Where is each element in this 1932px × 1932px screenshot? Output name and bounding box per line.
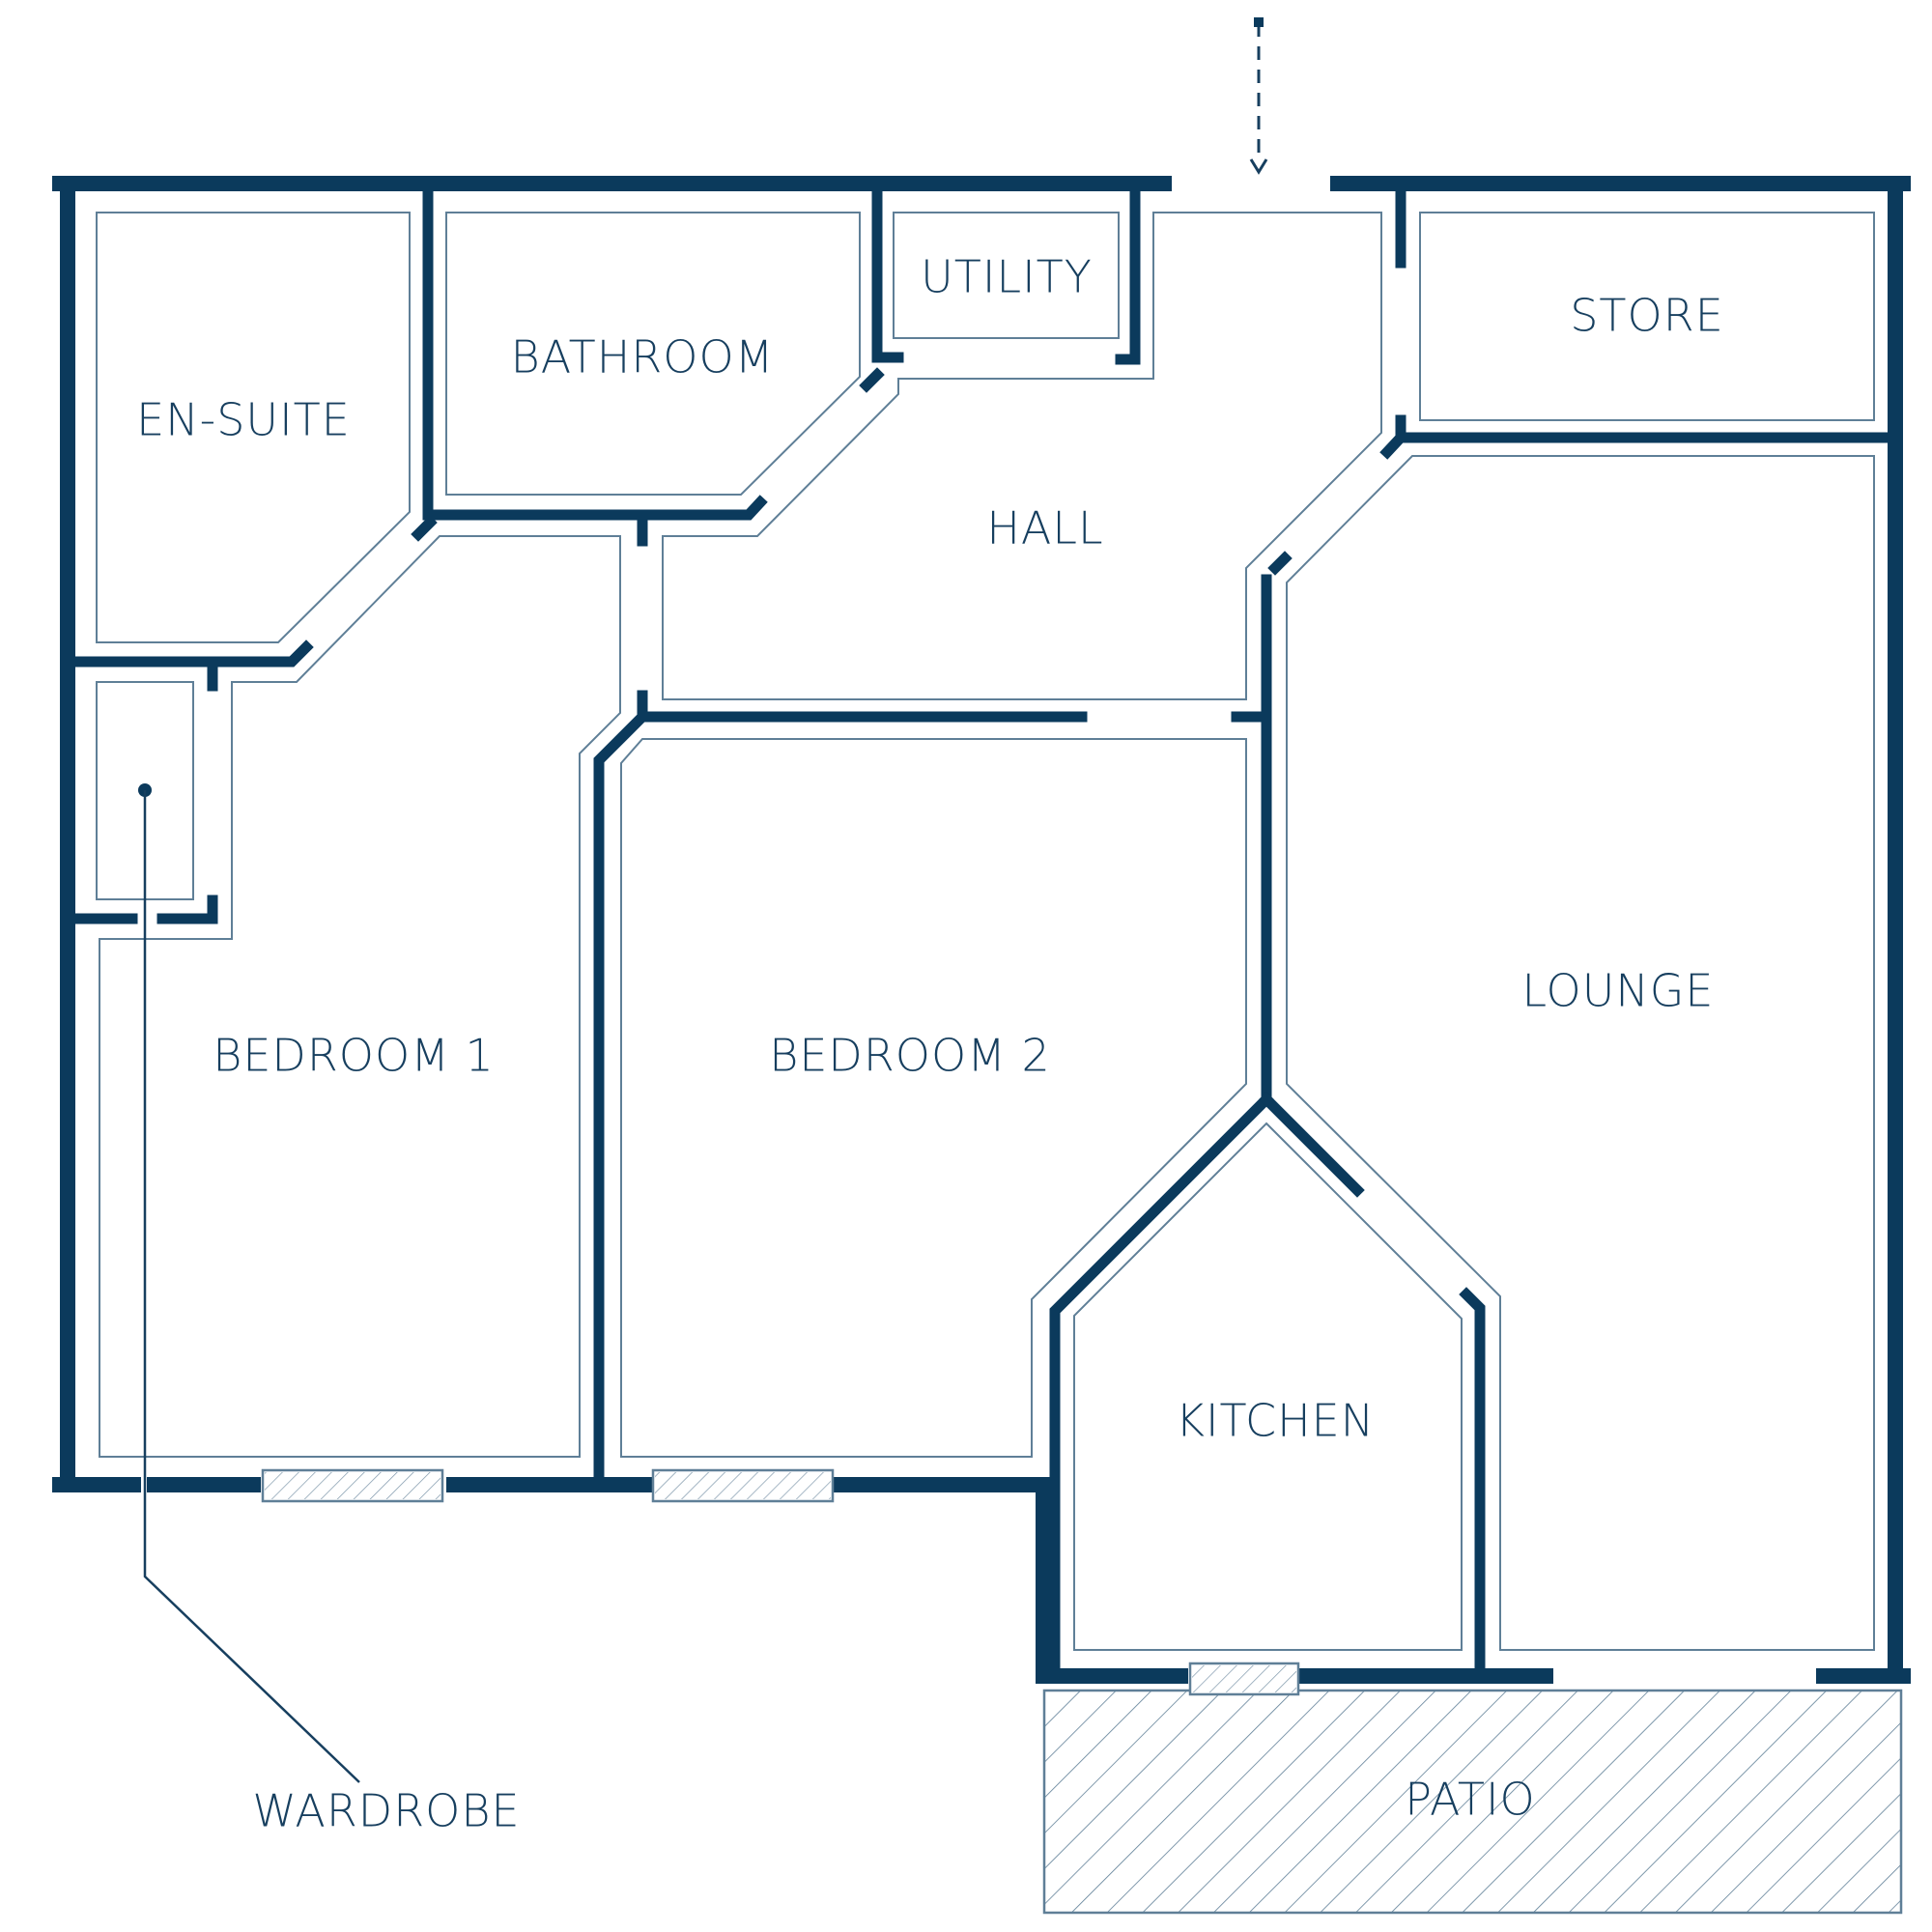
- walls: [52, 176, 1911, 1684]
- label-patio: PATIO: [1405, 1774, 1536, 1826]
- window-kitchen: [1188, 1662, 1300, 1696]
- label-bedroom-2: BEDROOM 2: [769, 1030, 1051, 1082]
- patio: [1042, 1689, 1903, 1915]
- label-bathroom: BATHROOM: [511, 331, 775, 384]
- label-lounge: LOUNGE: [1522, 965, 1715, 1017]
- label-hall: HALL: [986, 502, 1103, 554]
- label-bedroom-1: BEDROOM 1: [213, 1030, 495, 1082]
- room-outlines: [96, 212, 1875, 1651]
- label-wardrobe: WARDROBE: [252, 1785, 520, 1837]
- label-en-suite: EN-SUITE: [136, 394, 351, 446]
- wardrobe-leader: [138, 783, 360, 1783]
- label-utility: UTILITY: [921, 251, 1093, 303]
- label-store: STORE: [1570, 290, 1724, 342]
- window-bedroom-1: [261, 1468, 444, 1503]
- window-bedroom-2: [651, 1468, 835, 1503]
- label-kitchen: KITCHEN: [1176, 1395, 1375, 1447]
- entrance-arrow: [1249, 17, 1268, 175]
- windows: [261, 1468, 1300, 1696]
